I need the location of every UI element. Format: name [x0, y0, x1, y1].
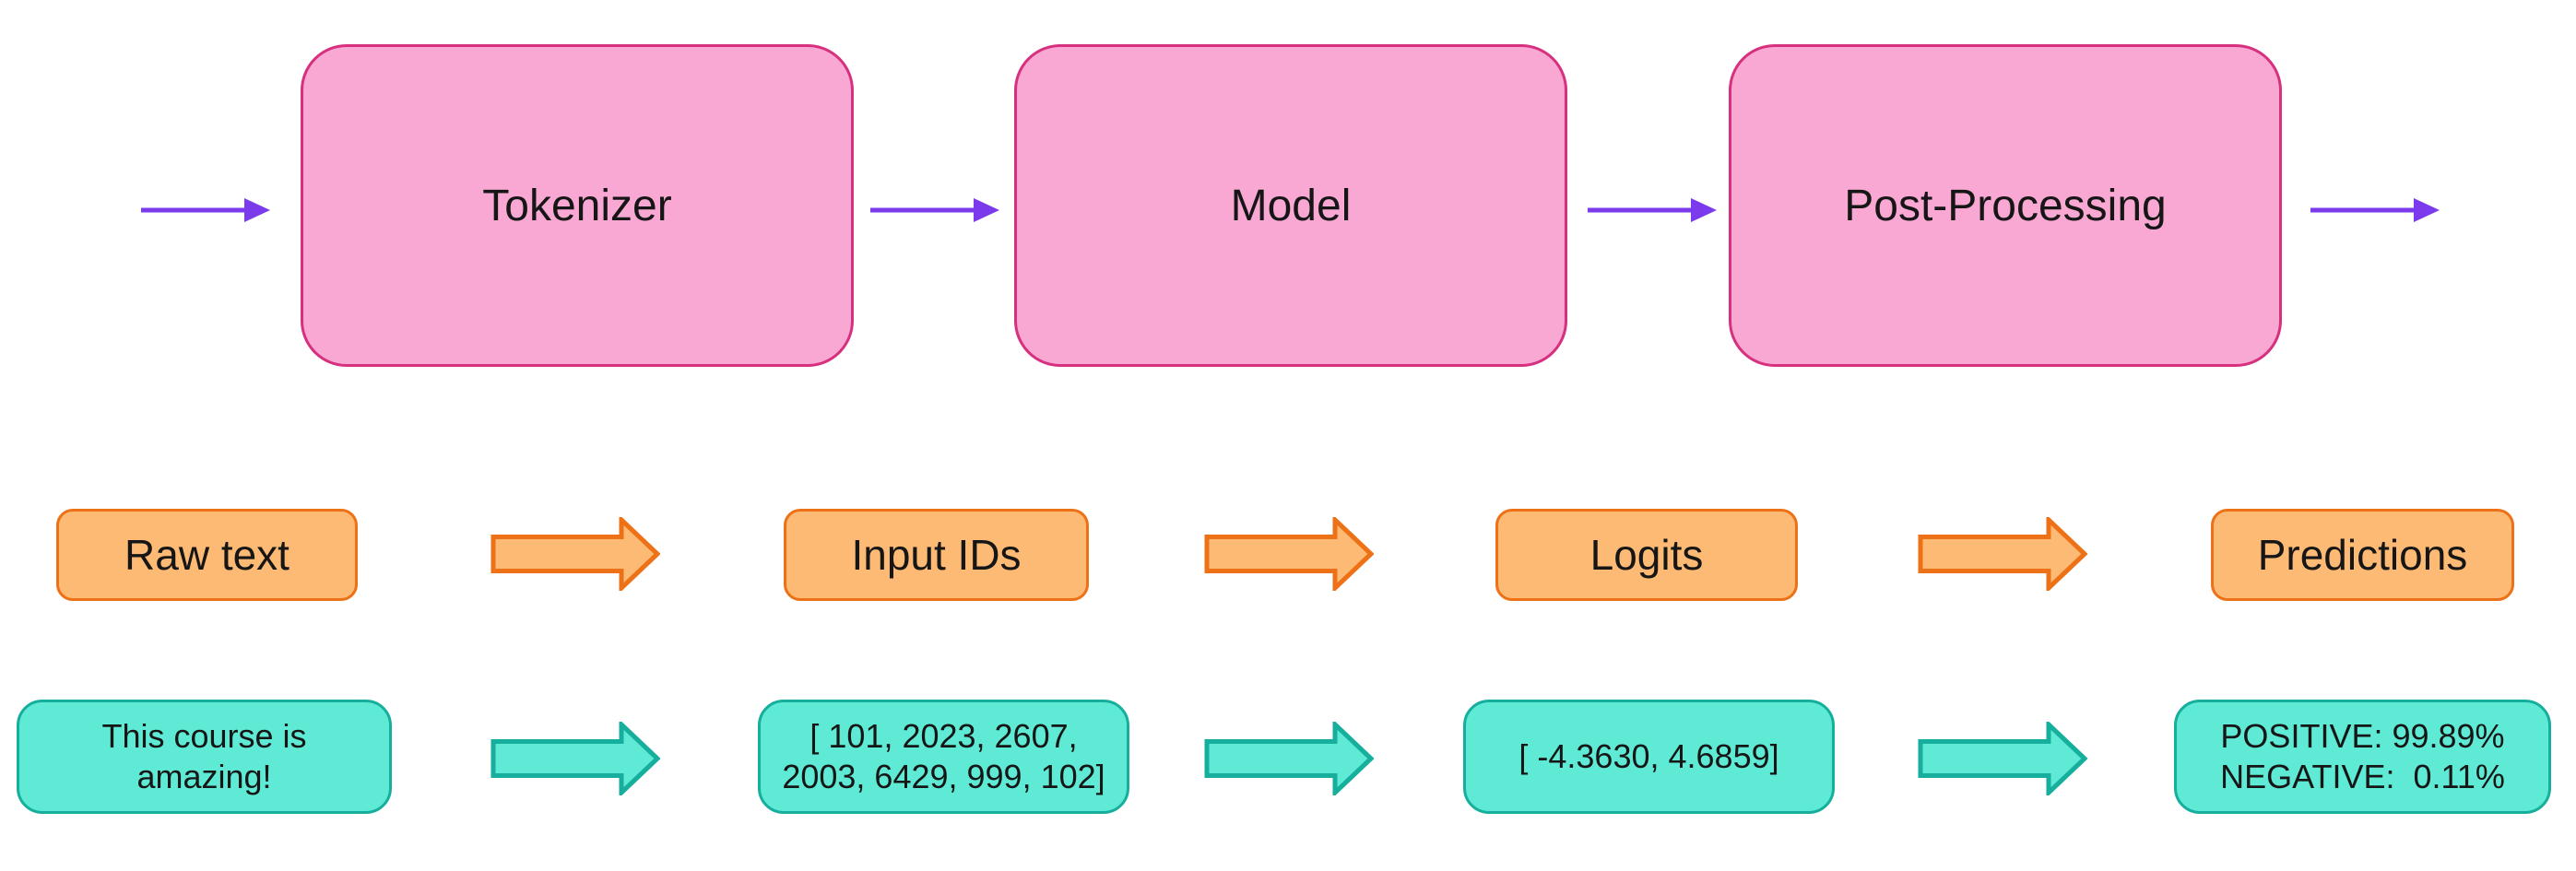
data-label: Input IDs [851, 531, 1022, 579]
transform-arrow-icon [1918, 517, 2087, 591]
stage-box-post-processing: Post-Processing [1729, 44, 2282, 367]
stage-label: Model [1230, 181, 1352, 230]
data-label-box-logits: Logits [1495, 509, 1798, 601]
flow-arrow-icon [870, 198, 999, 222]
example-line: [ 101, 2023, 2607, [809, 717, 1078, 755]
stage-label: Tokenizer [482, 181, 672, 230]
example-box-predictions: POSITIVE: 99.89% NEGATIVE: 0.11% [2174, 700, 2551, 814]
data-label-box-raw-text: Raw text [56, 509, 358, 601]
example-line: 2003, 6429, 999, 102] [782, 758, 1105, 795]
stage-label: Post-Processing [1844, 181, 2167, 230]
transform-arrow-icon [1204, 517, 1374, 591]
data-label: Raw text [124, 531, 290, 579]
example-arrow-icon [1918, 722, 2087, 795]
example-box-logits: [ -4.3630, 4.6859] [1463, 700, 1835, 814]
data-label: Predictions [2257, 531, 2468, 579]
example-box-input-ids: [ 101, 2023, 2607, 2003, 6429, 999, 102] [758, 700, 1129, 814]
example-line: [ -4.3630, 4.6859] [1518, 737, 1779, 775]
example-line: POSITIVE: 99.89% [2220, 717, 2505, 755]
example-line: amazing! [136, 758, 272, 795]
data-label-box-input-ids: Input IDs [784, 509, 1089, 601]
flow-arrow-icon [2310, 198, 2440, 222]
example-line: NEGATIVE: 0.11% [2220, 758, 2505, 795]
flow-arrow-icon [1588, 198, 1717, 222]
stage-box-model: Model [1014, 44, 1567, 367]
example-arrow-icon [1204, 722, 1374, 795]
transform-arrow-icon [490, 517, 660, 591]
example-box-raw-text: This course is amazing! [17, 700, 392, 814]
example-arrow-icon [490, 722, 660, 795]
flow-arrow-icon [141, 198, 270, 222]
example-line: This course is [101, 717, 307, 755]
data-label: Logits [1589, 531, 1704, 579]
data-label-box-predictions: Predictions [2211, 509, 2514, 601]
stage-box-tokenizer: Tokenizer [301, 44, 854, 367]
